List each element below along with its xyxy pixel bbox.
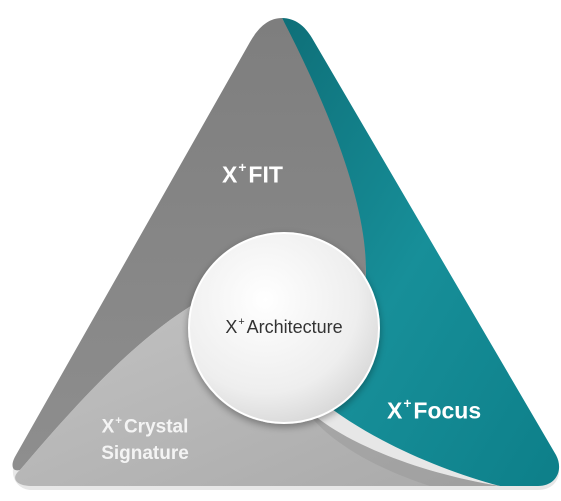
- segment-shading: [300, 400, 500, 486]
- segment-fit: [12, 18, 366, 471]
- label-crystal-signature: X+Crystal Signature: [70, 408, 220, 467]
- label-architecture: X+Architecture: [225, 316, 343, 338]
- label-crystal-line1: X+Crystal: [101, 415, 189, 438]
- label-fit: X+FIT: [222, 160, 283, 188]
- label-focus: X+Focus: [387, 396, 482, 424]
- center-circle: [188, 232, 380, 424]
- label-crystal-line2: Signature: [101, 442, 189, 464]
